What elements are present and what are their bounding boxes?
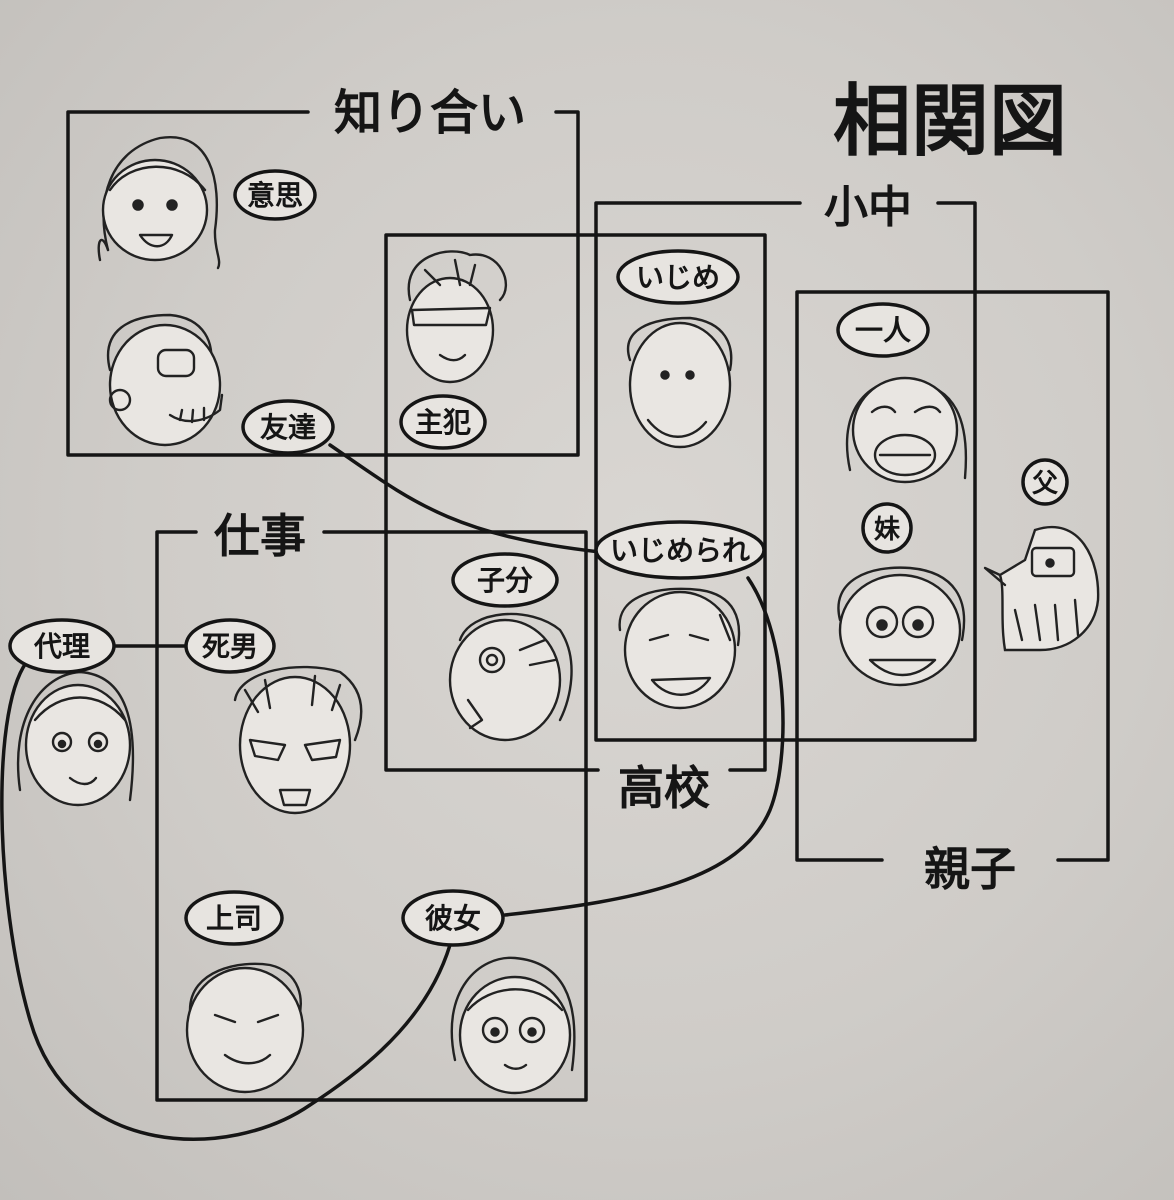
face-girl-ishi [97,135,221,270]
tag-bully-text: いじめ [636,261,720,294]
face-father [983,525,1100,652]
tag-dead-man: 死男 [184,618,276,674]
tag-alone: 一人 [836,302,930,358]
group-label-elementary-middle: 小中 [824,182,912,233]
group-frame-elementary-middle [594,201,977,742]
tag-proxy-text: 代理 [33,630,90,663]
tag-friend: 友達 [241,399,335,455]
group-label-acquaintance: 知り合い [334,85,526,141]
face-woman-proxy [16,670,135,807]
group-frame-work [155,530,588,1102]
connector-friend-to-bullied [328,443,602,554]
tag-henchman-text: 子分 [477,564,533,597]
face-bullied [618,587,741,710]
face-bully [627,316,733,449]
tag-friend-text: 友達 [260,411,316,444]
face-dead-man [233,665,363,815]
connector-bullied-to-girlfriend [503,576,785,917]
connector-proxy-to-girlfriend [0,656,452,1141]
diagram-title: 相関図 [833,77,1067,167]
tag-father-text: 父 [1032,469,1059,499]
tag-bully: いじめ [616,249,740,305]
face-glasses-man-friend [107,313,224,447]
group-frame-acquaintance [66,110,580,457]
tag-dead-man-text: 死男 [202,630,258,663]
tag-girlfriend-text: 彼女 [425,902,481,935]
tag-boss-text: 上司 [206,902,262,935]
face-laughing-sister [845,376,968,484]
face-henchman [448,612,573,742]
face-boss [185,962,305,1094]
group-label-work: 仕事 [214,509,306,563]
group-frame-high-school [384,233,767,772]
face-girlfriend [450,956,576,1095]
tag-alone-text: 一人 [855,314,911,347]
group-label-high-school: 高校 [618,761,710,815]
tag-henchman: 子分 [451,552,559,608]
group-label-parent-child: 親子 [924,842,1016,896]
tag-bullied: いじめられ [594,520,766,580]
tag-main-character-text: 主犯 [415,406,471,439]
tag-girlfriend: 彼女 [401,889,505,947]
group-frame-parent-child [795,290,1110,862]
tag-bullied-text: いじめられ [610,534,750,567]
face-big-eyed-kid [837,566,966,687]
tag-boss: 上司 [184,890,284,946]
tag-ishi: 意思 [233,169,317,221]
tag-father: 父 [1021,458,1069,506]
tag-sister: 妹 [861,502,913,554]
tag-proxy: 代理 [8,618,116,674]
tag-sister-text: 妹 [874,515,900,545]
face-masked-man-main-character [405,250,508,384]
tag-main-character: 主犯 [399,394,487,450]
tag-ishi-text: 意思 [247,179,303,212]
